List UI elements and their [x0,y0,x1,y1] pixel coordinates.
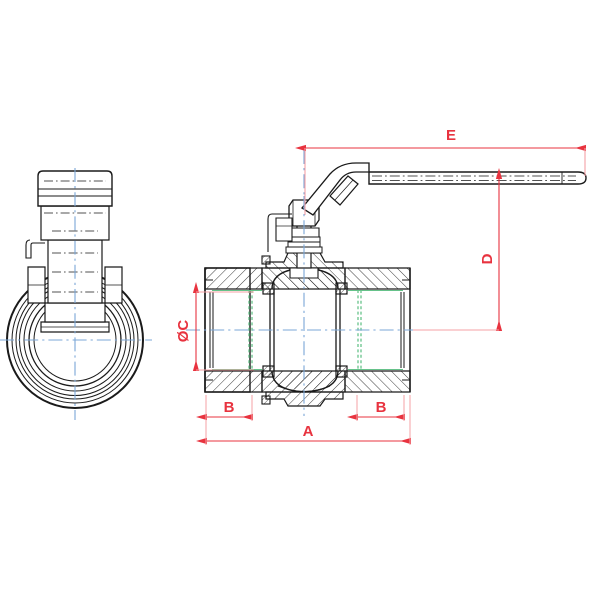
dimension-b-right-thread: B [347,395,405,421]
dimension-d-handle-height: D [413,168,503,331]
front-view-group [0,168,152,420]
dimension-e-label: E [446,127,456,144]
section-centerlines [186,150,432,416]
section-view-group [186,150,587,416]
dimension-b-right-label: B [376,399,387,416]
dimension-a-overall-length: A [196,395,411,445]
dimension-b-left-thread: B [196,395,253,421]
dimension-c-label: ØC [175,320,192,343]
dimension-a-label: A [303,423,314,440]
dimension-c-bore-diameter: ØC [175,282,254,371]
dimension-b-left-label: B [224,399,235,416]
lever-handle [300,162,587,216]
front-view-centerlines [0,168,152,420]
valve-seats [261,255,348,405]
front-view-lever-stop [25,239,45,259]
dimension-d-label: D [479,253,496,264]
dimension-e-handle-length: E [295,127,586,215]
